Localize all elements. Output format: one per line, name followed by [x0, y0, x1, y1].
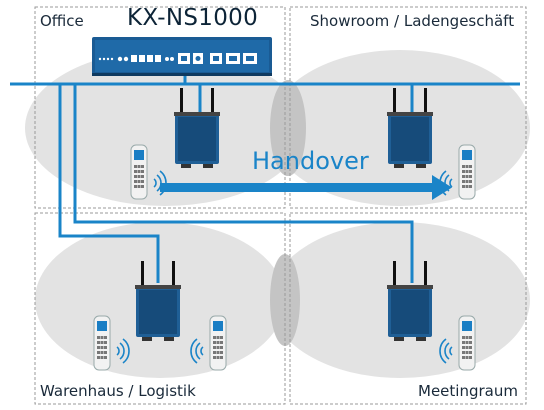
zone-borders — [34, 6, 527, 405]
zone-border-meeting — [289, 212, 527, 405]
handset-warehouse-left — [93, 315, 111, 371]
zone-label-office: Office — [40, 12, 84, 30]
zone-border-office — [34, 6, 286, 209]
handset-warehouse-right — [209, 315, 227, 371]
handset-meeting — [458, 315, 476, 371]
zone-label-showroom: Showroom / Ladengeschäft — [310, 12, 515, 30]
handset-office — [130, 144, 148, 200]
network-cabling — [10, 76, 520, 283]
pbx-rack-unit-icon — [92, 37, 272, 76]
cable-warehouse-base — [58, 84, 160, 283]
coverage-area-office — [25, 50, 305, 206]
zone-label-warehouse: Warenhaus / Logistik — [40, 382, 196, 400]
cable-meeting-base — [73, 84, 414, 283]
handover-label: Handover — [252, 147, 369, 175]
zone-border-showroom — [289, 6, 527, 209]
handover-arrow-icon — [160, 175, 452, 200]
zone-label-meeting: Meetingraum — [418, 382, 518, 400]
handset-showroom — [458, 144, 476, 200]
pbx-model-title: KX-NS1000 — [127, 5, 259, 31]
zone-border-warehouse — [34, 212, 286, 405]
